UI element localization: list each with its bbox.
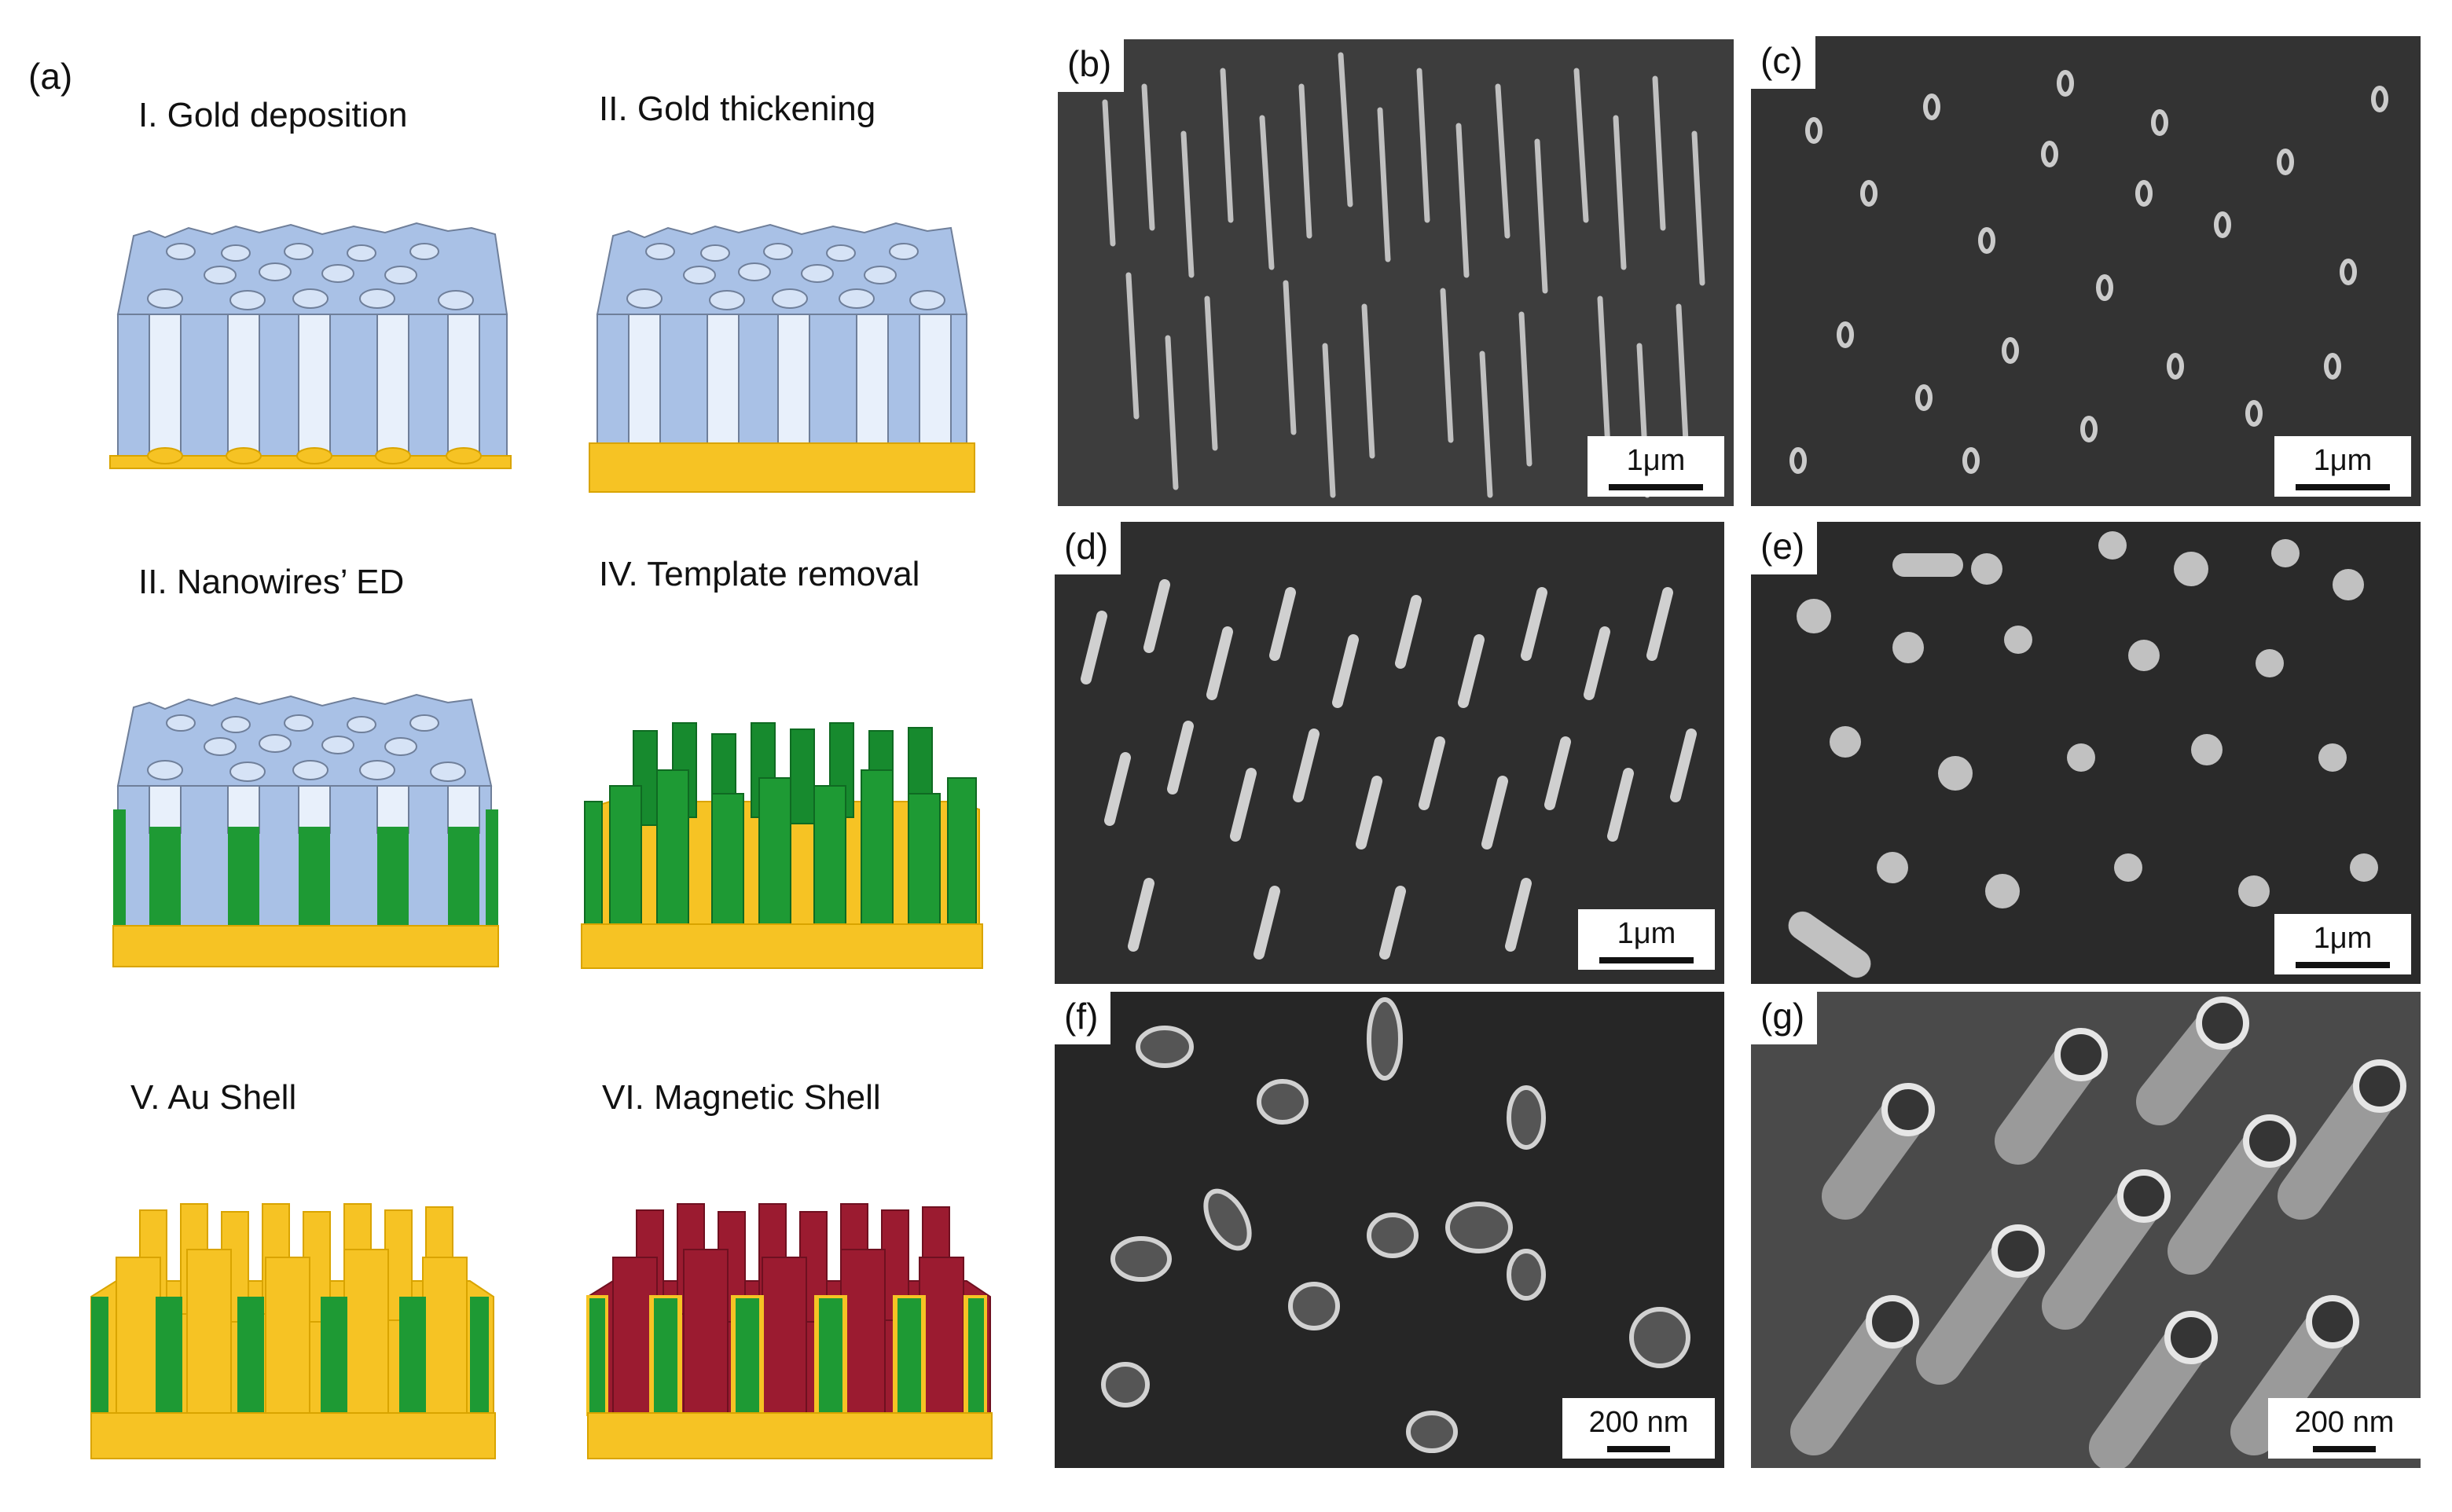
scale-text-f: 200 nm [1588,1406,1689,1439]
scale-bar-d: 1μm [1578,909,1715,970]
scale-bar-b: 1μm [1588,436,1724,497]
sem-label-g: (g) [1751,992,1818,1045]
scale-text-b: 1μm [1626,444,1686,477]
scale-text-d: 1μm [1617,917,1676,950]
scale-line-g [2313,1446,2376,1452]
sem-micrograph-g: (g) 200 nm [1751,992,2421,1468]
sem-texture-c [1751,36,2421,506]
sem-label-b: (b) [1058,39,1125,93]
diagram-template-removal [581,722,983,969]
diagram-magnetic-shell [586,1203,993,1459]
scale-line-d [1599,957,1694,963]
scale-text-c: 1μm [2313,444,2373,477]
diagram-gold-thickening [589,222,975,493]
scale-text-e: 1μm [2313,922,2373,955]
sem-texture-b [1058,39,1734,506]
diagram-au-shell [90,1203,496,1459]
scale-bar-e: 1μm [2274,914,2411,974]
step-title-gold-deposition: I. Gold deposition [138,96,408,134]
diagram-nanowires-ed [112,693,499,967]
scale-line-c [2296,484,2390,490]
sem-texture-g [1751,992,2421,1468]
sem-label-f: (f) [1055,992,1111,1045]
sem-label-d: (d) [1055,522,1121,575]
step-title-magnetic-shell: VI. Magnetic Shell [602,1078,881,1117]
panel-a-label: (a) [28,56,73,97]
sem-texture-d [1055,522,1724,984]
scale-bar-g: 200 nm [2268,1398,2421,1459]
diagram-gold-deposition [109,222,512,469]
scale-text-g: 200 nm [2294,1406,2395,1439]
sem-texture-e [1751,522,2421,984]
sem-micrograph-c: (c) 1μm [1751,36,2421,506]
sem-micrograph-d: (d) 1μm [1055,522,1724,984]
scale-line-e [2296,962,2390,968]
step-title-gold-thickening: II. Gold thickening [599,90,876,128]
scale-line-f [1607,1446,1670,1452]
step-title-au-shell: V. Au Shell [130,1078,297,1117]
step-title-template-removal: IV. Template removal [599,555,920,593]
sem-micrograph-e: (e) 1μm [1751,522,2421,984]
scale-bar-f: 200 nm [1562,1398,1715,1459]
sem-label-e: (e) [1751,522,1818,575]
sem-texture-f [1055,992,1724,1468]
step-title-nanowires-ed: II. Nanowires’ ED [138,563,405,601]
sem-micrograph-b: (b) 1μm [1058,39,1734,506]
scale-line-b [1609,484,1703,490]
scale-bar-c: 1μm [2274,436,2411,497]
sem-label-c: (c) [1751,36,1815,90]
sem-micrograph-f: (f) 200 nm [1055,992,1724,1468]
